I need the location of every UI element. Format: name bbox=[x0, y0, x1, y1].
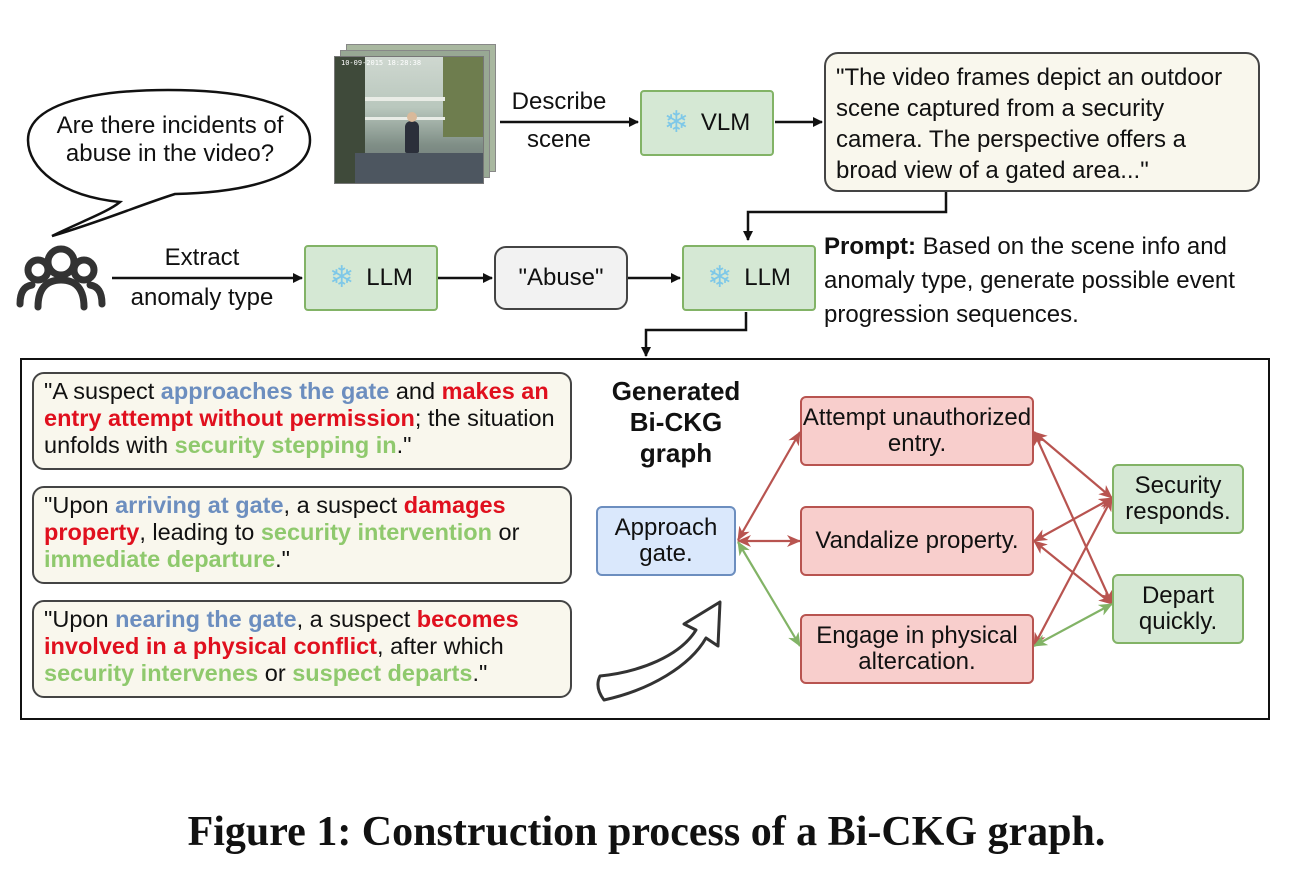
sequence-segment: immediate departure bbox=[44, 546, 276, 572]
sequence-segment: , a suspect bbox=[283, 492, 404, 518]
frozen-icon: ❄ bbox=[329, 261, 355, 294]
abuse-box: "Abuse" bbox=[494, 246, 628, 310]
speech-bubble-shape bbox=[26, 88, 312, 238]
graph-title: Generated Bi-CKG graph bbox=[586, 376, 766, 469]
node-attempt-entry-label: Attempt unauthorized entry. bbox=[802, 404, 1032, 457]
node-depart-quickly-label: Depart quickly. bbox=[1138, 582, 1218, 635]
scene-description-text: "The video frames depict an outdoor scen… bbox=[836, 64, 1223, 184]
sequence-segment: and bbox=[389, 378, 442, 404]
sequence-segment: ." bbox=[472, 660, 488, 686]
sequence-segment: "A suspect bbox=[44, 378, 161, 404]
sequence-segment: "Upon bbox=[44, 606, 116, 632]
sequence-segment: security intervention bbox=[260, 519, 492, 545]
arrow-llm-to-graph bbox=[641, 312, 748, 357]
edge-approach-engage bbox=[737, 541, 801, 647]
sequence-segment: damages property bbox=[44, 492, 506, 545]
figure-caption: Figure 1: Construction process of a Bi-C… bbox=[187, 809, 1106, 855]
sequence-segment: ." bbox=[396, 432, 412, 458]
sequence-1-text: "A suspect approaches the gate and makes… bbox=[44, 378, 555, 458]
frozen-icon: ❄ bbox=[663, 106, 689, 139]
vlm-label: VLM bbox=[700, 109, 751, 136]
prompt-text-block: Prompt: Based on the scene info and anom… bbox=[824, 230, 1274, 332]
prompt-title: Prompt: bbox=[824, 233, 916, 260]
sequence-segment: arriving at gate bbox=[115, 492, 284, 518]
sequence-segment: becomes involved in a physical conflict bbox=[44, 606, 519, 659]
sequence-segment: , a suspect bbox=[296, 606, 417, 632]
sequence-1: "A suspect approaches the gate and makes… bbox=[32, 372, 572, 470]
sequence-segment: , after which bbox=[377, 633, 504, 659]
graph-title-line-1: Generated bbox=[611, 376, 741, 406]
edge-engage-depart bbox=[1033, 603, 1113, 647]
sequence-segment: or bbox=[492, 519, 520, 545]
llm-generate-label: LLM bbox=[744, 264, 791, 291]
describe-label-1: Describe bbox=[511, 88, 607, 115]
frozen-icon: ❄ bbox=[707, 261, 733, 294]
question-text: Are there incidents of abuse in the vide… bbox=[56, 112, 284, 167]
sequence-2: "Upon arriving at gate, a suspect damage… bbox=[32, 486, 572, 584]
sequence-segment: suspect departs bbox=[292, 660, 473, 686]
scene-description: "The video frames depict an outdoor scen… bbox=[824, 52, 1260, 192]
node-vandalize-property: Vandalize property. bbox=[800, 506, 1034, 576]
users-icon bbox=[16, 245, 106, 311]
sequence-segment: or bbox=[258, 660, 293, 686]
video-frame-front: 10-09-2015 18:28:38 bbox=[334, 56, 484, 184]
sequence-segment: ; the situation unfolds with bbox=[44, 405, 555, 458]
sequence-3-text: "Upon nearing the gate, a suspect become… bbox=[44, 606, 519, 686]
graph-title-line-2: Bi-CKG bbox=[629, 407, 723, 437]
node-attempt-entry: Attempt unauthorized entry. bbox=[800, 396, 1034, 466]
video-frames: 10-09-2015 18:28:38 bbox=[334, 44, 496, 184]
sequence-3: "Upon nearing the gate, a suspect become… bbox=[32, 600, 572, 698]
sequence-segment: ." bbox=[275, 546, 291, 572]
arrow-desc-to-llm bbox=[743, 192, 948, 241]
node-security-responds-label: Security responds. bbox=[1125, 472, 1231, 525]
node-engage-altercation: Engage in physical altercation. bbox=[800, 614, 1034, 684]
prompt-text: Based on the scene info and anomaly type… bbox=[824, 233, 1235, 328]
video-timestamp: 10-09-2015 18:28:38 bbox=[341, 59, 422, 67]
sequence-segment: approaches the gate bbox=[160, 378, 390, 404]
extract-label-2: anomaly type bbox=[130, 284, 274, 311]
sequence-segment: security intervenes bbox=[44, 660, 259, 686]
llm-extract-label: LLM bbox=[366, 264, 413, 291]
extract-label-1: Extract bbox=[164, 244, 240, 271]
sequence-segment: security stepping in bbox=[174, 432, 397, 458]
edge-approach-attempt bbox=[737, 431, 801, 541]
node-vandalize-property-label: Vandalize property. bbox=[815, 527, 1019, 554]
llm-generate-box: ❄ LLM bbox=[682, 245, 816, 311]
describe-label-2: scene bbox=[526, 126, 592, 153]
vlm-box: ❄ VLM bbox=[640, 90, 774, 156]
graph-panel bbox=[20, 358, 1270, 720]
node-approach-gate: Approach gate. bbox=[596, 506, 736, 576]
sequence-segment: "Upon bbox=[44, 492, 116, 518]
sequence-segment: makes an entry attempt without permissio… bbox=[44, 378, 549, 431]
sequence-segment: nearing the gate bbox=[115, 606, 297, 632]
sequence-segment: , leading to bbox=[139, 519, 261, 545]
curved-arrow-icon bbox=[596, 600, 722, 702]
sequence-2-text: "Upon arriving at gate, a suspect damage… bbox=[44, 492, 519, 572]
abuse-label: "Abuse" bbox=[518, 264, 604, 291]
graph-title-line-3: graph bbox=[639, 438, 713, 468]
node-engage-altercation-label: Engage in physical altercation. bbox=[816, 622, 1018, 675]
node-security-responds: Security responds. bbox=[1112, 464, 1244, 534]
node-depart-quickly: Depart quickly. bbox=[1112, 574, 1244, 644]
node-approach-gate-label: Approach gate. bbox=[614, 514, 718, 567]
llm-extract-box: ❄ LLM bbox=[304, 245, 438, 311]
